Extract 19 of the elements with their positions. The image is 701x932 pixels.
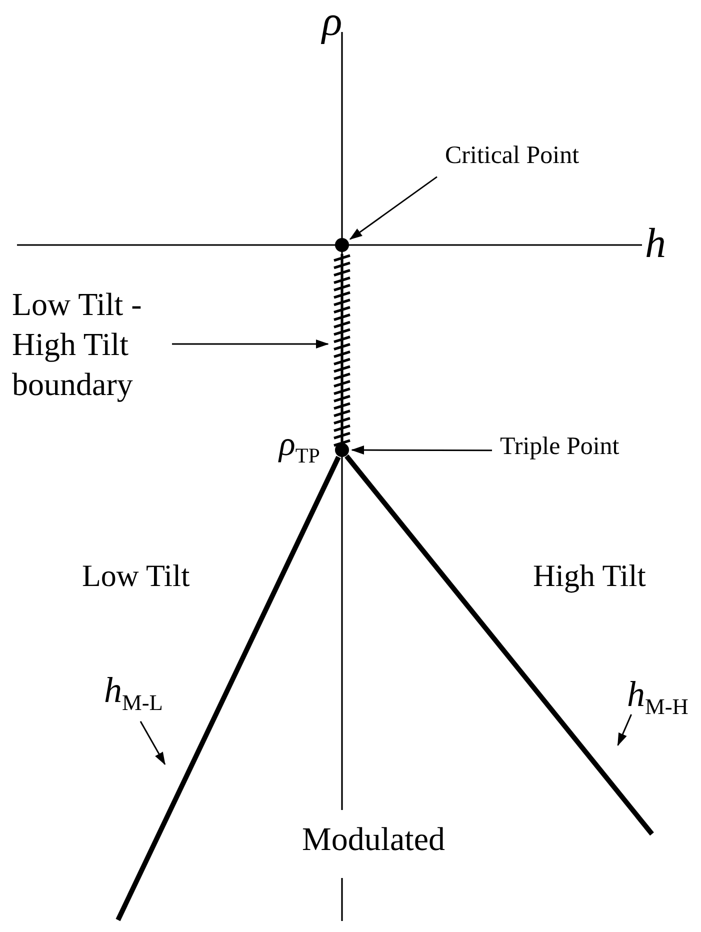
- callout-label: Low Tilt - High Tilt boundary: [12, 284, 176, 404]
- axis-label: h: [645, 220, 666, 268]
- region-label: Low Tilt: [82, 558, 190, 594]
- callout-label: Critical Point: [445, 142, 580, 171]
- leader-arrow: [351, 446, 492, 455]
- region-label: Modulated: [302, 822, 445, 860]
- point-label: ρ$_{TP}$: [279, 425, 320, 464]
- callout-label: Triple Point: [500, 433, 620, 462]
- leader-arrow: [140, 721, 166, 766]
- line-label: h$_{M-L}$: [104, 670, 163, 712]
- hatched-boundary-line: [332, 252, 352, 447]
- region-label: High Tilt: [533, 558, 646, 594]
- point-dot-icon: [335, 238, 349, 252]
- leader-arrow: [617, 714, 632, 746]
- leader-arrow: [349, 176, 438, 240]
- point-dot-icon: [335, 443, 349, 457]
- axis-label: ρ: [322, 0, 342, 46]
- line-label: h$_{M-H}$: [627, 674, 688, 716]
- leader-arrow: [172, 340, 329, 348]
